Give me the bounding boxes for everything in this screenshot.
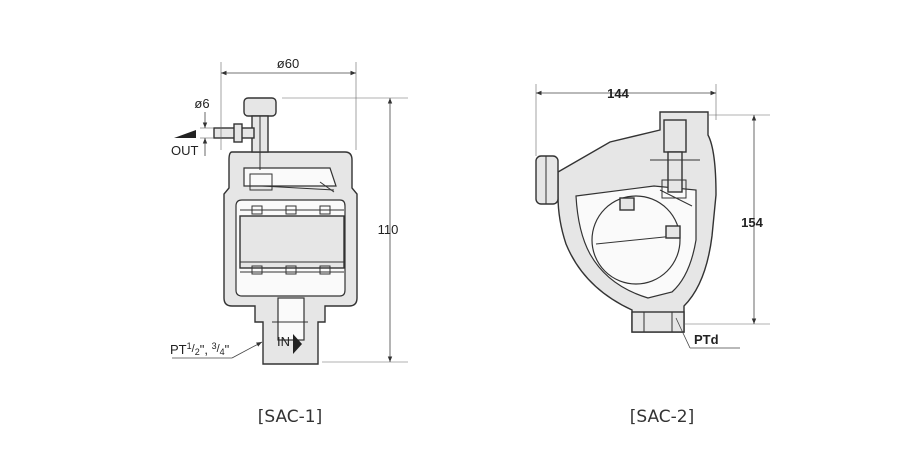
- sac1-label-out: OUT: [171, 143, 199, 158]
- sac2-caption: [SAC-2]: [630, 407, 695, 427]
- sac1-thread-end: ": [225, 342, 230, 357]
- sac1-label-in: IN: [277, 334, 290, 349]
- sac2-inlet-boss: [535, 155, 559, 205]
- sac1-dim-outlet: ø6: [194, 96, 209, 111]
- svg-text:PT1/2", 3/4": PT1/2", 3/4": [170, 341, 230, 357]
- sac1-dim-diameter: ø60: [277, 56, 299, 71]
- sac2-label-thread: PTd: [694, 332, 719, 347]
- sac1-thread-n2: 3: [212, 341, 217, 351]
- sac1-thread-mid: ",: [200, 342, 212, 357]
- sac2-dim-height: 154: [741, 215, 763, 230]
- sac1-float: [239, 215, 345, 269]
- sac1-drawing: ø60 110 ø6 OUT IN PT1/2", 3/4" [SAC-1]: [170, 56, 408, 427]
- sac1-knob: [243, 97, 277, 117]
- sac1-dim-height: 110: [378, 222, 399, 237]
- out-arrow-icon: [174, 130, 196, 138]
- sac2-drawing: 144 154 PTd [SAC-2]: [535, 84, 770, 427]
- sac1-thread-prefix: PT: [170, 342, 187, 357]
- in-arrow-icon: [293, 334, 302, 354]
- sac2-dim-width: 144: [607, 86, 629, 101]
- sac1-caption: [SAC-1]: [258, 407, 323, 427]
- sac1-thread-n1: 1: [187, 341, 192, 351]
- sac1-thread-d1: 2: [195, 347, 200, 357]
- sac1-thread-d2: 4: [220, 347, 225, 357]
